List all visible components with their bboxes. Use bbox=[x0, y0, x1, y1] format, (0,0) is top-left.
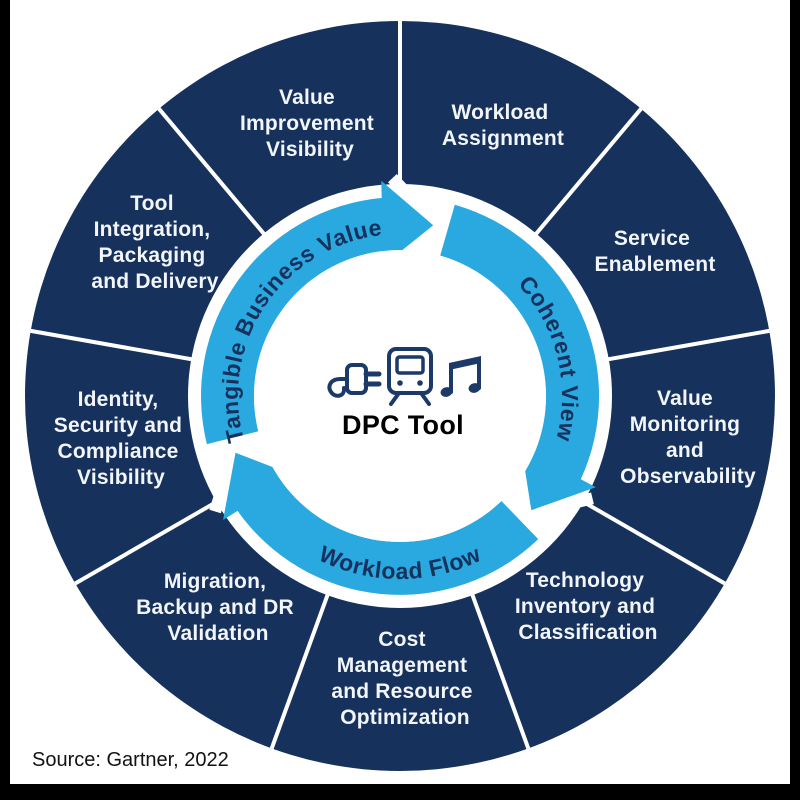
segment-label-migration-backup-and-dr-validation: Migration, Backup and DR Validation bbox=[136, 570, 300, 645]
cycle-segment-tangible-business-value bbox=[201, 197, 388, 445]
segment-label-identity-security-and-compliance-visibility: Identity, Security and Compliance Visibi… bbox=[54, 388, 189, 489]
center-hub bbox=[254, 250, 546, 542]
music-notes-icon bbox=[440, 356, 481, 397]
segment-labels: Value Improvement Visibility Workload As… bbox=[54, 86, 756, 729]
frame-strip-bottom bbox=[0, 784, 800, 800]
center-title: DPC Tool bbox=[342, 410, 464, 440]
frame-strip-left bbox=[0, 0, 10, 800]
cycle-segment-workload-flow bbox=[237, 479, 539, 595]
frame-strip-right bbox=[790, 0, 800, 800]
train-icon bbox=[387, 347, 433, 406]
arrowhead-right bbox=[521, 447, 596, 511]
arrowhead-top bbox=[381, 180, 434, 265]
segment-label-value-monitoring-and-observability: Value Monitoring and Observability bbox=[620, 387, 756, 488]
segment-label-service-enablement: Service Enablement bbox=[594, 227, 715, 276]
segment-label-value-improvement-visibility: Value Improvement Visibility bbox=[240, 86, 380, 161]
segment-label-workload-assignment: Workload Assignment bbox=[442, 101, 564, 150]
segment-label-cost-management-and-resource-optimization: Cost Management and Resource Optimizatio… bbox=[331, 628, 478, 729]
plug-icon bbox=[327, 363, 382, 398]
segment-label-tool-integration-packaging-and-delivery: Tool Integration, Packaging and Delivery bbox=[91, 192, 218, 293]
source-note: Source: Gartner, 2022 bbox=[32, 749, 229, 771]
center-icons bbox=[327, 347, 481, 406]
segment-label-technology-inventory-and-classification: Technology Inventory and Classification bbox=[515, 569, 661, 644]
cycle-segment-coherent-view bbox=[440, 204, 600, 481]
